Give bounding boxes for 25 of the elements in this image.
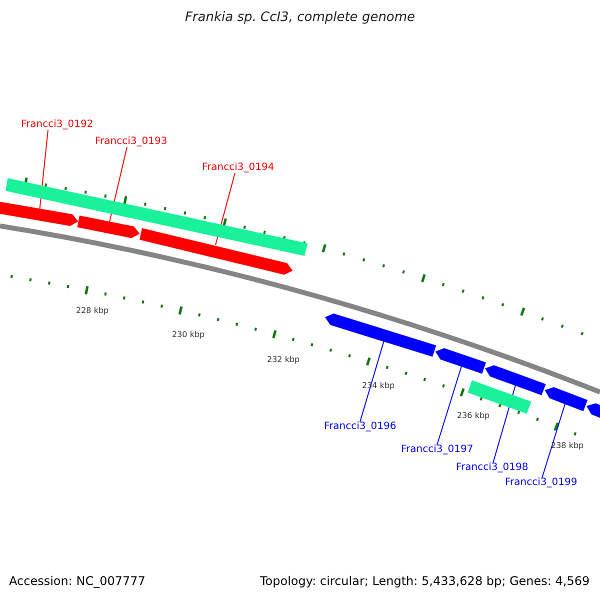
gene-label: Francci3_0198: [456, 463, 528, 473]
gene-label: Francci3_0197: [401, 445, 474, 455]
leader-line: [436, 366, 462, 446]
leader-line: [360, 340, 384, 422]
scale-label: 236 kbp: [457, 412, 490, 420]
leader-line: [542, 404, 566, 478]
gene-label: Francci3_0194: [202, 163, 274, 173]
gene-feature: [140, 228, 293, 275]
scale-label: 232 kbp: [267, 356, 300, 364]
gene-feature: [485, 365, 546, 396]
scale-label: 230 kbp: [172, 331, 205, 339]
scale-label: 228 kbp: [76, 307, 109, 315]
feature-bar: [6, 178, 308, 256]
gene-label: Francci3_0192: [21, 120, 94, 130]
gene-label: Francci3_0196: [324, 422, 396, 432]
gene-label: Francci3_0199: [505, 478, 578, 488]
accession-text: Accession: NC_007777: [9, 575, 146, 587]
gene-feature: [544, 387, 588, 412]
gene-feature: [0, 202, 78, 226]
gene-feature: [77, 216, 140, 238]
gene-feature: [325, 314, 436, 357]
title: Frankia sp. CcI3, complete genome: [184, 11, 416, 24]
genome-stats-text: Topology: circular; Length: 5,433,628 bp; Genes: 4,569: [260, 575, 590, 587]
gene-label: Francci3_0193: [95, 137, 168, 147]
gene-feature: [435, 348, 486, 374]
